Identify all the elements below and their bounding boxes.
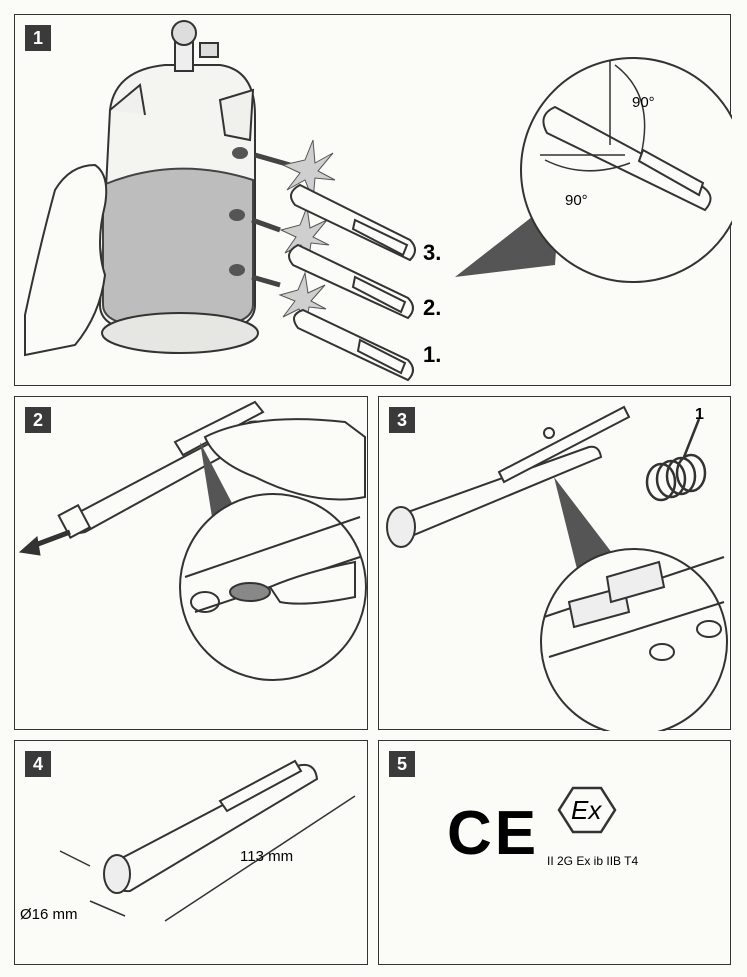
insert-arrows <box>251 152 291 288</box>
cartridges <box>288 183 416 382</box>
step-label-2: 2. <box>423 295 441 320</box>
step-label-1: 1. <box>423 342 441 367</box>
spring-icon <box>645 418 707 502</box>
cartridge-rotated <box>542 105 712 212</box>
hand-shape <box>24 163 108 357</box>
cartridge-body <box>386 405 631 548</box>
dimension-lines <box>59 795 356 922</box>
panel-1: 1 <box>14 14 732 386</box>
gas-cylinder <box>98 20 259 354</box>
panel-number-badge: 1 <box>25 25 51 51</box>
panel-3-illustration: 1 <box>386 405 728 731</box>
certification-text: II 2G Ex ib IIB T4 <box>547 854 638 868</box>
cartridge-body <box>103 759 319 894</box>
panel-3: 3 1 <box>378 396 731 731</box>
diameter-dimension: Ø16 mm <box>20 906 78 923</box>
panel-4-illustration: 113 mm Ø16 mm <box>20 759 356 923</box>
test-hole-bottom <box>229 264 245 276</box>
clip-detail <box>184 516 361 613</box>
panel-5-illustration: CE Ex II 2G Ex ib IIB T4 <box>447 786 638 868</box>
test-hole-middle <box>229 209 245 221</box>
ce-mark: CE <box>447 799 539 868</box>
angle-label-bottom: 90° <box>565 192 588 209</box>
panel-number-badge: 3 <box>389 407 415 433</box>
step-label-3: 3. <box>423 240 441 265</box>
magnifier-circle <box>540 548 728 731</box>
panel-4: 4 113 mm Ø16 mm <box>14 740 368 965</box>
battery-compartment <box>543 556 725 661</box>
panel-number-badge: 5 <box>389 751 415 777</box>
pull-arrow <box>18 529 71 556</box>
test-hole-top <box>232 147 248 159</box>
panel-2-illustration <box>18 400 367 681</box>
panel-1-illustration: 3. 2. 1. 90° 90° <box>24 20 732 382</box>
length-dimension: 113 mm <box>240 848 293 865</box>
panel-number-badge: 4 <box>25 751 51 777</box>
ex-hexagon-icon <box>557 786 617 834</box>
magnifier-pointer <box>554 477 619 577</box>
panel-2: 2 <box>14 396 368 730</box>
angle-arrows <box>540 60 646 172</box>
angle-label-top: 90° <box>632 94 655 111</box>
spring-callout: 1 <box>695 406 704 423</box>
click-bursts <box>278 139 336 329</box>
panel-number-badge: 2 <box>25 407 51 433</box>
hand-shape <box>203 418 366 501</box>
panel-5: 5 CE Ex II 2G Ex ib IIB T4 <box>378 740 731 965</box>
ex-mark: Ex <box>571 795 602 825</box>
